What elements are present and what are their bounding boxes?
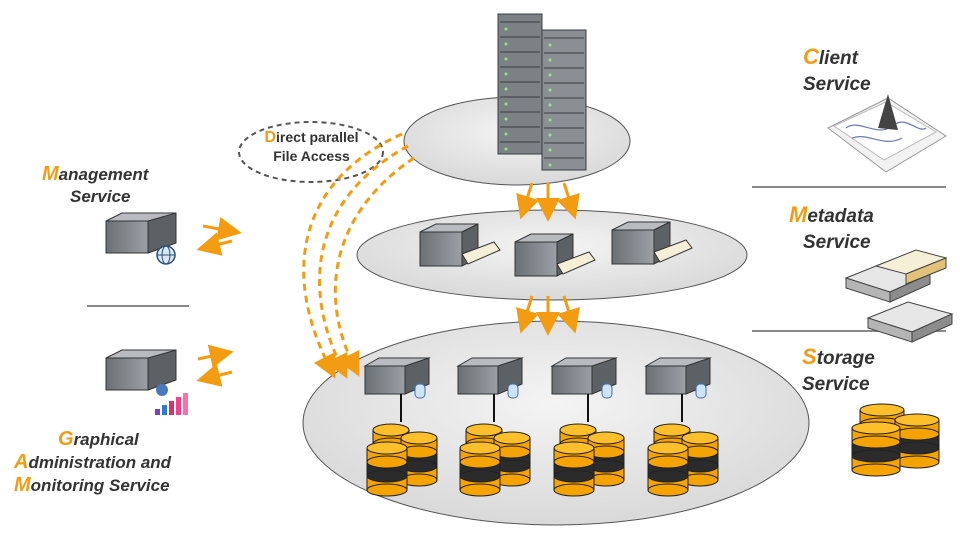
monitoring-server-icon [105,349,188,415]
flow-arrows-middle [516,295,580,336]
metadata-drives-icon [844,249,954,343]
storage-line1: torage [816,348,875,369]
monitoring-initial: M [14,474,31,496]
storage-node-1 [363,357,438,497]
metadata-line2: Service [803,232,871,253]
direct-access-arrows [302,132,415,379]
direct-access-line2: File Access [273,148,350,164]
metadata-line1: etadata [807,206,874,227]
storage-initial: S [802,344,817,369]
storage-node-4 [644,357,719,497]
management-server-icon [105,212,177,265]
monitoring-arrows [196,344,234,387]
administration-initial: A [14,451,29,473]
metadata-server-2 [514,233,596,277]
metadata-server-1 [419,223,501,267]
direct-access-initial: D [264,129,277,146]
storage-line2: Service [802,374,870,395]
client-rack-icon [497,13,587,171]
storage-node-3 [550,357,625,497]
management-initial: M [42,163,59,185]
storage-disks-icon [851,403,940,477]
direct-access-line1: irect parallel [276,129,359,145]
storage-node-2 [456,357,531,497]
metadata-server-3 [611,221,693,265]
metadata-initial: M [789,202,808,227]
direct-access-bubble [238,121,384,183]
management-arrows [196,217,242,256]
client-initial: C [803,44,819,69]
graphical-line1: raphical [73,430,139,449]
direct-access-label: Direct parallel File Access [254,128,369,165]
client-line1: lient [818,48,858,69]
storage-service-label: Storage Service [802,344,875,398]
left-separator [87,305,189,307]
management-service-label: Management Service [42,163,148,208]
graphical-initial: G [58,428,74,450]
client-documents-icon [827,94,947,173]
graphical-service-label: Graphical Administration and Monitoring … [14,428,171,497]
client-service-label: Client Service [803,44,871,98]
right-separator-2 [752,330,946,332]
metadata-service-label: Metadata Service [789,202,874,256]
flow-arrows-top [516,182,580,222]
management-line1: anagement [58,165,149,184]
management-line2: Service [70,187,131,206]
graphical-line3: onitoring Service [30,476,170,495]
graphical-line2: dministration and [28,453,172,472]
right-separator-1 [752,186,946,188]
client-line2: Service [803,74,871,95]
